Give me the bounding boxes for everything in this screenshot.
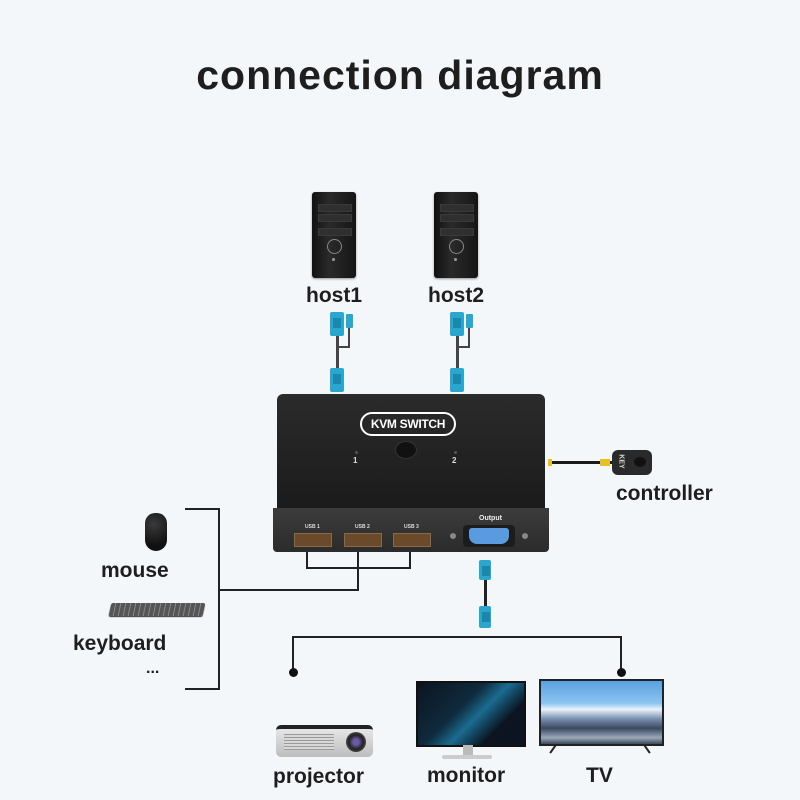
monitor-icon	[416, 681, 526, 747]
vga-connector-icon	[479, 606, 491, 628]
controller-cable	[549, 461, 612, 464]
controller-label: controller	[616, 482, 713, 505]
usb-port-3-label: USB 3	[404, 524, 419, 530]
controller-key-text: KEY	[617, 454, 625, 469]
host1-label: host1	[306, 284, 363, 307]
controller-key-device[interactable]: KEY	[612, 450, 652, 475]
projector-label: projector	[273, 765, 365, 788]
vga-connector-icon	[450, 312, 464, 336]
port-number-1: 1	[353, 456, 358, 465]
page-title: connection diagram	[196, 52, 604, 98]
host2-computer-icon	[434, 192, 478, 278]
host1-computer-icon	[312, 192, 356, 278]
tv-label: TV	[586, 764, 613, 787]
projector-icon	[276, 725, 373, 757]
vga-output-port[interactable]	[463, 525, 515, 547]
usb-port-1[interactable]	[294, 533, 332, 547]
kvm-switch-badge: KVM SWITCH	[360, 412, 456, 436]
usb-plug-icon	[466, 314, 473, 328]
host2-label: host2	[428, 284, 485, 307]
keyboard-icon	[108, 603, 206, 616]
vga-connector-icon	[330, 368, 344, 392]
keyboard-label: keyboard	[73, 632, 167, 655]
vga-connector-icon	[479, 560, 491, 580]
vga-connector-icon	[450, 368, 464, 392]
port-number-2: 2	[452, 456, 457, 465]
usb-port-1-label: USB 1	[305, 524, 320, 530]
usb-plug-icon	[346, 314, 353, 328]
monitor-label: monitor	[427, 764, 506, 787]
output-label: Output	[479, 515, 502, 522]
tv-icon	[539, 679, 664, 746]
usb-port-3[interactable]	[393, 533, 431, 547]
kvm-switch-button[interactable]	[396, 442, 416, 458]
vga-connector-icon	[330, 312, 344, 336]
usb-port-2[interactable]	[344, 533, 382, 547]
controller-button	[634, 457, 646, 467]
led-indicator-2	[454, 451, 457, 454]
mouse-icon	[145, 513, 167, 551]
more-peripherals-ellipsis: ...	[146, 660, 160, 677]
led-indicator-1	[355, 451, 358, 454]
mouse-label: mouse	[101, 559, 169, 582]
usb-port-2-label: USB 2	[355, 524, 370, 530]
